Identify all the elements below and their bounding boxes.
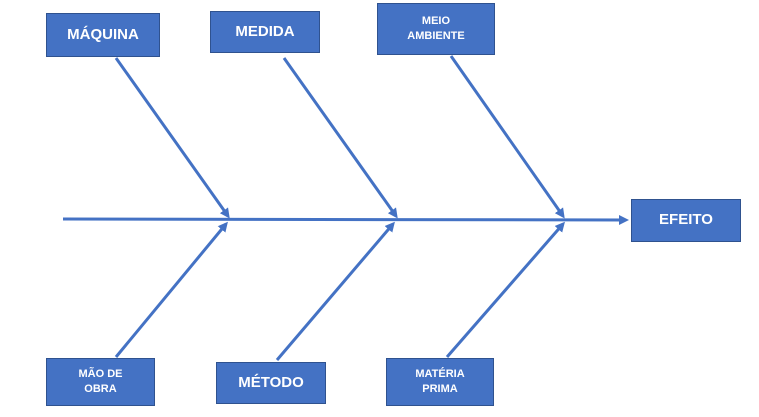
category-materia-prima: MATÉRIA PRIMA: [386, 358, 494, 406]
category-mao-de-obra: MÃO DE OBRA: [46, 358, 155, 406]
spine-arrow: [62, 214, 629, 225]
bone-materia-prima: [445, 221, 565, 358]
category-metodo: MÉTODO: [216, 362, 326, 404]
effect-box: EFEITO: [631, 199, 741, 242]
category-meio-ambiente: MEIO AMBIENTE: [377, 3, 495, 55]
bone-medida: [282, 57, 398, 219]
category-medida: MEDIDA: [210, 11, 320, 53]
bone-metodo: [275, 221, 395, 361]
bone-maquina: [114, 57, 230, 219]
bone-meio-ambiente: [449, 55, 565, 219]
category-maquina: MÁQUINA: [46, 13, 160, 57]
bone-mao-de-obra: [114, 221, 228, 358]
